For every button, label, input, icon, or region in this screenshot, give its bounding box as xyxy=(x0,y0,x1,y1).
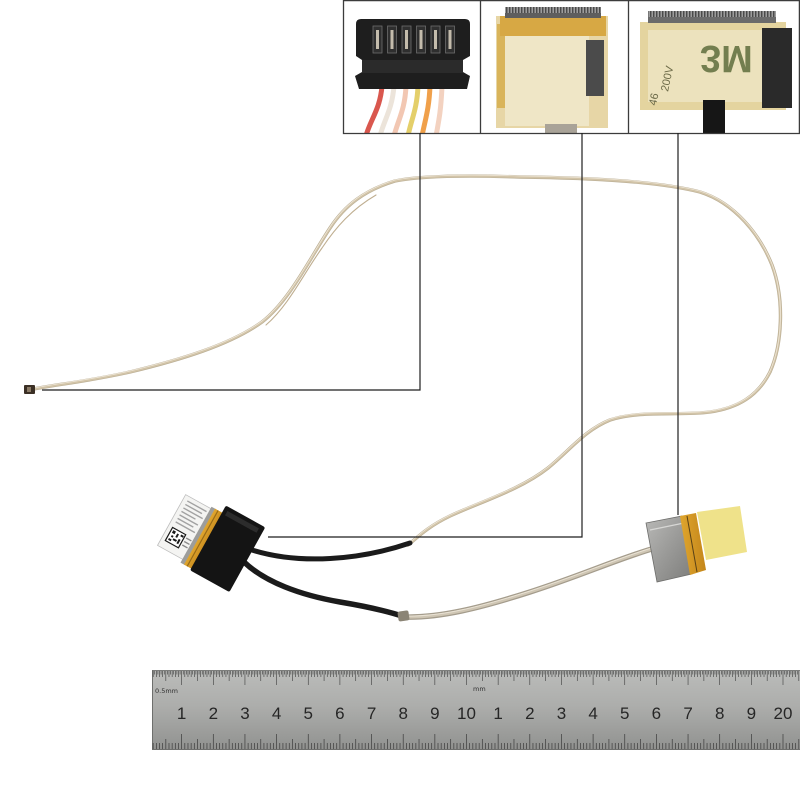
ruler-number: 4 xyxy=(272,704,281,723)
ruler-number: 2 xyxy=(525,704,534,723)
black-cable-lower xyxy=(241,559,408,620)
ruler-number: 3 xyxy=(240,704,249,723)
leader-line-2 xyxy=(268,133,583,538)
leader-lines xyxy=(42,133,679,538)
ruler-number: 6 xyxy=(335,704,344,723)
inset-connector-closeup-3: 3M 200V 46 xyxy=(629,1,800,133)
ruler-number: 10 xyxy=(457,704,476,723)
label-barcode xyxy=(164,526,192,549)
label-print-lines xyxy=(175,500,207,534)
ruler-number: 1 xyxy=(177,704,186,723)
black-cable-stub xyxy=(703,100,725,133)
connector-metal-edge xyxy=(180,506,216,566)
ruler-number: 4 xyxy=(588,704,597,723)
main-lcd-connector xyxy=(156,494,265,592)
ruler-number: 3 xyxy=(557,704,566,723)
ruler-unit: mm xyxy=(473,685,486,693)
ruler-number: 1 xyxy=(493,704,502,723)
ruler-number: 20 xyxy=(774,704,793,723)
right-panel-connector xyxy=(645,506,747,583)
connector-pins xyxy=(372,25,455,54)
sticker-code: 46 xyxy=(647,92,661,106)
sticker-rating: 200V xyxy=(659,64,676,92)
inset-connector-closeup-2 xyxy=(481,1,628,133)
ruler-ticks-top xyxy=(152,671,800,685)
black-cable-upper xyxy=(249,540,413,562)
ruler-number: 2 xyxy=(209,704,218,723)
ruler-number: 8 xyxy=(715,704,724,723)
inset-frame xyxy=(342,0,800,135)
ruler-numbers: 1 2 3 4 5 6 7 8 9 10 1 2 3 4 5 6 7 8 9 20 xyxy=(177,704,793,723)
black-cables xyxy=(241,540,413,620)
connector-kapton-tape xyxy=(183,508,226,571)
cable-stub xyxy=(545,124,577,133)
leader-line-1 xyxy=(42,133,421,391)
flat-cable xyxy=(401,545,658,620)
ruler-number: 7 xyxy=(367,704,376,723)
connector-black-tape xyxy=(190,506,265,592)
ruler-ticks-bottom xyxy=(152,734,800,749)
ruler-number: 9 xyxy=(747,704,756,723)
inset-connector-closeup-1 xyxy=(344,1,480,133)
cable-joint xyxy=(397,610,410,622)
ruler-number: 7 xyxy=(683,704,692,723)
ruler-number: 5 xyxy=(304,704,313,723)
ruler-unit-fine: 0.5mm xyxy=(155,687,178,695)
ruler-number: 5 xyxy=(620,704,629,723)
ruler-number: 9 xyxy=(430,704,439,723)
ruler-number: 8 xyxy=(398,704,407,723)
connector-kapton-tape xyxy=(680,513,706,575)
colored-wires xyxy=(364,83,445,133)
connector-yellow-sticker xyxy=(697,506,747,560)
sticker-brand: 3M xyxy=(700,37,753,79)
tiny-end-connector xyxy=(24,385,35,394)
thin-wire-cable xyxy=(32,174,783,547)
ruler-number: 6 xyxy=(652,704,661,723)
ruler: 1 2 3 4 5 6 7 8 9 10 1 2 3 4 5 6 7 8 9 20 0.5mm mm xyxy=(152,670,800,750)
